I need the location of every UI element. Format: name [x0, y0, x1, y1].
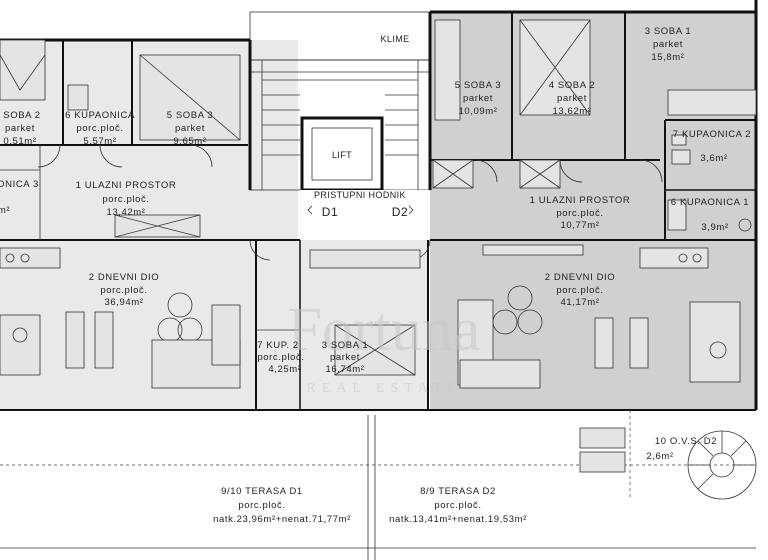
- doors: [37, 144, 663, 261]
- d1-dnevni-floor: porc.ploč.: [100, 285, 147, 296]
- d2-soba2-name: 4 SOBA 2: [549, 80, 596, 91]
- d2-ulazni-area: 10,77m²: [560, 220, 599, 231]
- d2-kup2-area: 3,6m²: [700, 153, 727, 164]
- d2-kup1-name: 6 KUPAONICA 1: [671, 197, 749, 208]
- d1-kupaonica-name: 6 KUPAONICA: [65, 110, 135, 121]
- d1-soba1-area: 16,74m²: [325, 364, 364, 375]
- d2-kup2-name: 7 KUPAONICA 2: [673, 129, 751, 140]
- d1-kup2-area: 4,25m²: [268, 364, 301, 375]
- d1-kup3-area: m²: [0, 205, 10, 216]
- d1-soba3-name: 5 SOBA 3: [167, 110, 214, 121]
- d1-soba3-area: 9,65m²: [173, 136, 206, 147]
- d1-kup2-name: 7 KUP. 2: [257, 340, 299, 351]
- d1-soba2-area: 0,51m²: [3, 136, 36, 147]
- d1-soba1-floor: parket: [330, 352, 360, 363]
- d2-dnevni-floor: porc.ploč.: [556, 285, 603, 296]
- d1-kupaonica-area: 5,57m²: [83, 136, 116, 147]
- d1-ulazni-name: 1 ULAZNI PROSTOR: [76, 180, 177, 191]
- terrace-d1-floor: porc.ploč.: [238, 500, 285, 511]
- terrace-d2-floor: porc.ploč.: [434, 500, 481, 511]
- d1-dnevni-area: 36,94m²: [104, 297, 143, 308]
- d2-soba2-area: 13,62m²: [552, 106, 591, 117]
- d2-ovs-area: 2,6m²: [646, 451, 673, 462]
- d2-soba1-name: 3 SOBA 1: [645, 26, 692, 37]
- d2-dnevni-area: 41,17m²: [560, 297, 599, 308]
- d2-soba3-area: 10,09m²: [458, 106, 497, 117]
- d2-ulazni-floor: porc.ploč.: [556, 208, 603, 219]
- d2-furniture: [309, 19, 757, 389]
- d1-soba2-name: SOBA 2: [3, 110, 40, 121]
- d1-ulazni-area: 13,42m²: [106, 207, 145, 218]
- d2-soba3-floor: parket: [463, 93, 493, 104]
- d1-soba1-name: 3 SOBA 1: [322, 340, 369, 351]
- terrace-d1-detail: natk.23,96m²+nenat.71,77m²: [213, 514, 351, 525]
- d1-kup3-name: ONICA 3: [0, 179, 39, 190]
- lift-shaft: [300, 116, 384, 192]
- d2-soba2-floor: parket: [557, 93, 587, 104]
- d2-soba3-name: 5 SOBA 3: [455, 80, 502, 91]
- d2-ulazni-name: 1 ULAZNI PROSTOR: [530, 195, 631, 206]
- d1-kupaonica-floor: porc.ploč.: [76, 123, 123, 134]
- terrace-d1-title: 9/10 TERASA D1: [221, 486, 303, 497]
- terraces: [0, 410, 757, 560]
- d2-soba1-area: 15,8m²: [651, 52, 684, 63]
- d1-dnevni-name: 2 DNEVNI DIO: [89, 272, 160, 283]
- terrace-d2-title: 8/9 TERASA D2: [420, 486, 496, 497]
- d1-ulazni-floor: porc.ploč.: [102, 194, 149, 205]
- corridor-label: PRISTUPNI HODNIK: [314, 190, 406, 200]
- access-corridor: [300, 190, 430, 240]
- d1-soba2-floor: parket: [5, 123, 35, 134]
- watermark-brand: Fortuna: [288, 296, 481, 364]
- d2-soba1-floor: parket: [653, 39, 683, 50]
- klime-label: KLIME: [380, 34, 409, 44]
- d2-dnevni-name: 2 DNEVNI DIO: [545, 272, 616, 283]
- watermark-sub: REAL ESTATE: [307, 381, 462, 396]
- d1-kup2-floor: porc.ploč.: [257, 352, 304, 363]
- stair-block: [249, 11, 431, 191]
- d2-kup1-area: 3,9m²: [701, 222, 728, 233]
- lift-label: LIFT: [332, 150, 352, 160]
- terrace-d2-detail: natk.13,41m²+nenat.19,53m²: [389, 514, 527, 525]
- d2-ovs-name: 10 O.V.S. D2: [655, 436, 717, 447]
- d1-furniture: [0, 39, 241, 389]
- d2-door-label: D2: [392, 205, 409, 219]
- d1-soba3-floor: parket: [175, 123, 205, 134]
- d1-door-label: D1: [322, 205, 339, 219]
